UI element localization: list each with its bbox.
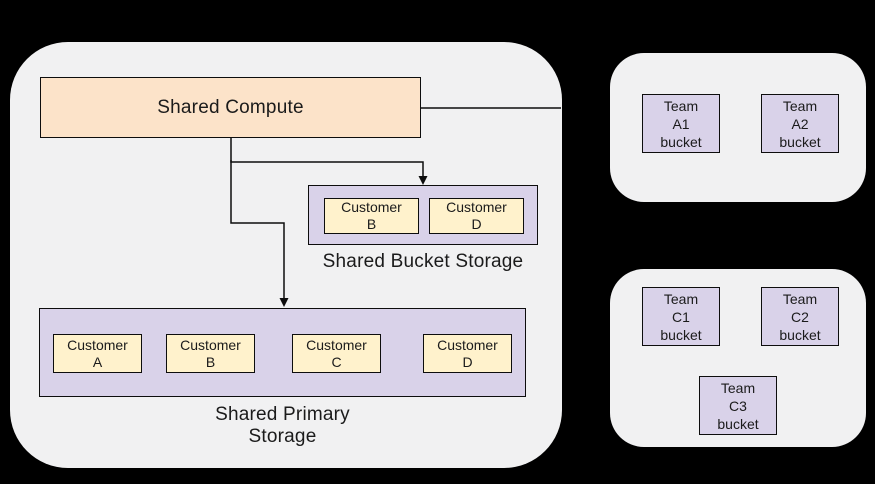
team-a1-line3: bucket bbox=[660, 133, 702, 150]
customer-b-bucket-line1: Customer bbox=[341, 199, 402, 215]
team-c2-line2: C2 bbox=[791, 308, 809, 325]
team-a1-line2: A1 bbox=[672, 115, 690, 132]
team-c1-line1: Team bbox=[663, 290, 699, 307]
customer-c-primary-line2: C bbox=[331, 353, 342, 370]
customer-c-primary-line1: Customer bbox=[306, 336, 367, 353]
customer-d-primary-box: Customer D bbox=[423, 334, 512, 373]
customer-d-primary-line2: D bbox=[462, 353, 473, 370]
team-a2-line3: bucket bbox=[779, 133, 821, 150]
customer-a-primary-line2: A bbox=[92, 353, 103, 370]
team-a-buckets-panel: Team A1 bucket Team A2 bucket bbox=[610, 53, 866, 202]
shared-compute-label: Shared Compute bbox=[157, 96, 304, 118]
customer-d-bucket-line1: Customer bbox=[446, 199, 507, 215]
team-c3-bucket-box: Team C3 bucket bbox=[699, 376, 777, 435]
team-c3-line2: C3 bbox=[729, 397, 747, 414]
customer-b-primary-line2: B bbox=[205, 353, 216, 370]
team-c3-line3: bucket bbox=[717, 415, 759, 432]
shared-bucket-storage-label: Shared Bucket Storage bbox=[322, 251, 524, 272]
customer-b-bucket-line2: B bbox=[366, 216, 377, 232]
team-a2-bucket-box: Team A2 bucket bbox=[761, 94, 839, 153]
shared-primary-storage-label-line1: Shared Primary bbox=[215, 404, 350, 425]
team-a2-line2: A2 bbox=[791, 115, 809, 132]
customer-a-primary-line1: Customer bbox=[67, 336, 128, 353]
customer-b-bucket-box: Customer B bbox=[324, 198, 419, 234]
shared-primary-storage-group: Customer A Customer B Customer C Custome… bbox=[39, 308, 526, 397]
customer-b-primary-line1: Customer bbox=[180, 336, 241, 353]
shared-primary-storage-label-line2: Storage bbox=[248, 426, 317, 447]
customer-a-primary-box: Customer A bbox=[53, 334, 142, 373]
team-a1-bucket-box: Team A1 bucket bbox=[642, 94, 720, 153]
team-c2-line3: bucket bbox=[779, 326, 821, 343]
customer-b-primary-box: Customer B bbox=[166, 334, 255, 373]
shared-tenancy-panel: Shared Compute Customer B Customer D Sha… bbox=[10, 42, 562, 468]
team-c1-bucket-box: Team C1 bucket bbox=[642, 287, 720, 346]
shared-primary-storage-label: Shared Primary Storage bbox=[39, 404, 526, 448]
shared-compute-box: Shared Compute bbox=[40, 77, 421, 138]
team-a2-line1: Team bbox=[782, 97, 818, 114]
team-c-buckets-panel: Team C1 bucket Team C2 bucket Team C3 bu… bbox=[610, 269, 866, 447]
team-c1-line2: C1 bbox=[672, 308, 690, 325]
customer-d-primary-line1: Customer bbox=[437, 336, 498, 353]
shared-bucket-storage-group: Customer B Customer D bbox=[308, 185, 538, 245]
team-c3-line1: Team bbox=[720, 379, 756, 396]
team-a1-line1: Team bbox=[663, 97, 699, 114]
team-c2-line1: Team bbox=[782, 290, 818, 307]
team-c2-bucket-box: Team C2 bucket bbox=[761, 287, 839, 346]
customer-c-primary-box: Customer C bbox=[292, 334, 381, 373]
customer-d-bucket-box: Customer D bbox=[429, 198, 524, 234]
customer-d-bucket-line2: D bbox=[471, 216, 482, 232]
team-c1-line3: bucket bbox=[660, 326, 702, 343]
